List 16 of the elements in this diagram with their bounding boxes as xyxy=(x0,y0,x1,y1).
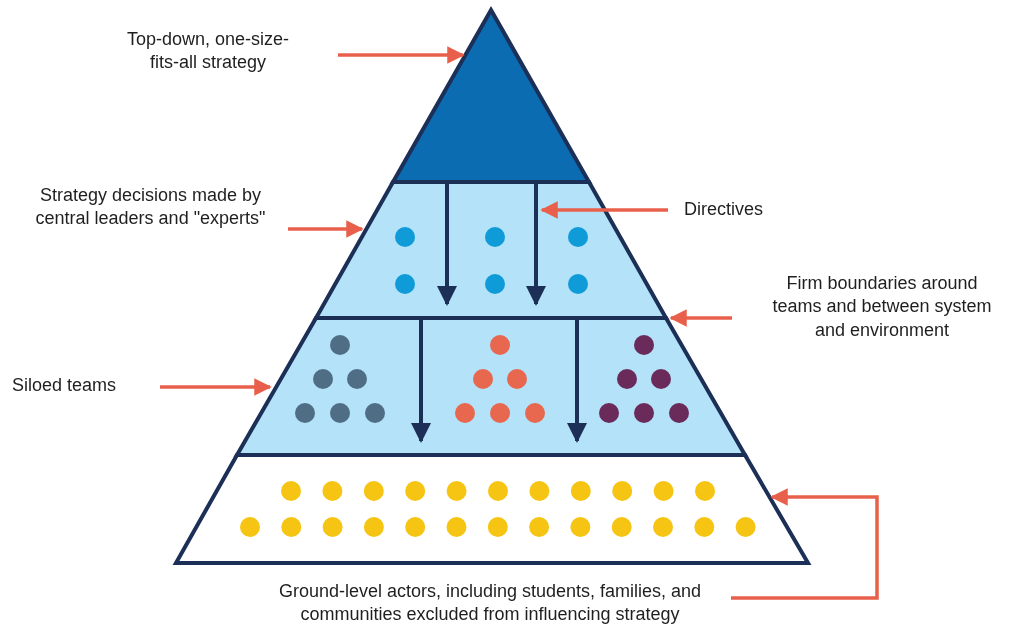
arrow xyxy=(526,182,546,306)
arrow xyxy=(731,488,879,600)
callout-text: Siloed teams xyxy=(12,374,117,397)
arrow xyxy=(669,309,732,327)
arrow xyxy=(567,318,587,443)
arrow xyxy=(160,378,272,396)
arrow xyxy=(540,201,668,219)
arrow xyxy=(338,46,465,64)
callout-text: Strategy decisions made by central leaders and "experts" xyxy=(34,184,267,231)
callout-text: Top-down, one-size-fits-all strategy xyxy=(125,28,291,75)
callout-text: Firm boundaries around teams and between system and environment xyxy=(771,272,993,342)
arrow xyxy=(437,182,457,306)
callout-text: Directives xyxy=(684,198,763,221)
callout-text: Ground-level actors, including students, families, and communities excluded from influencing strategy xyxy=(277,580,703,627)
arrow xyxy=(288,220,364,238)
arrow xyxy=(411,318,431,443)
